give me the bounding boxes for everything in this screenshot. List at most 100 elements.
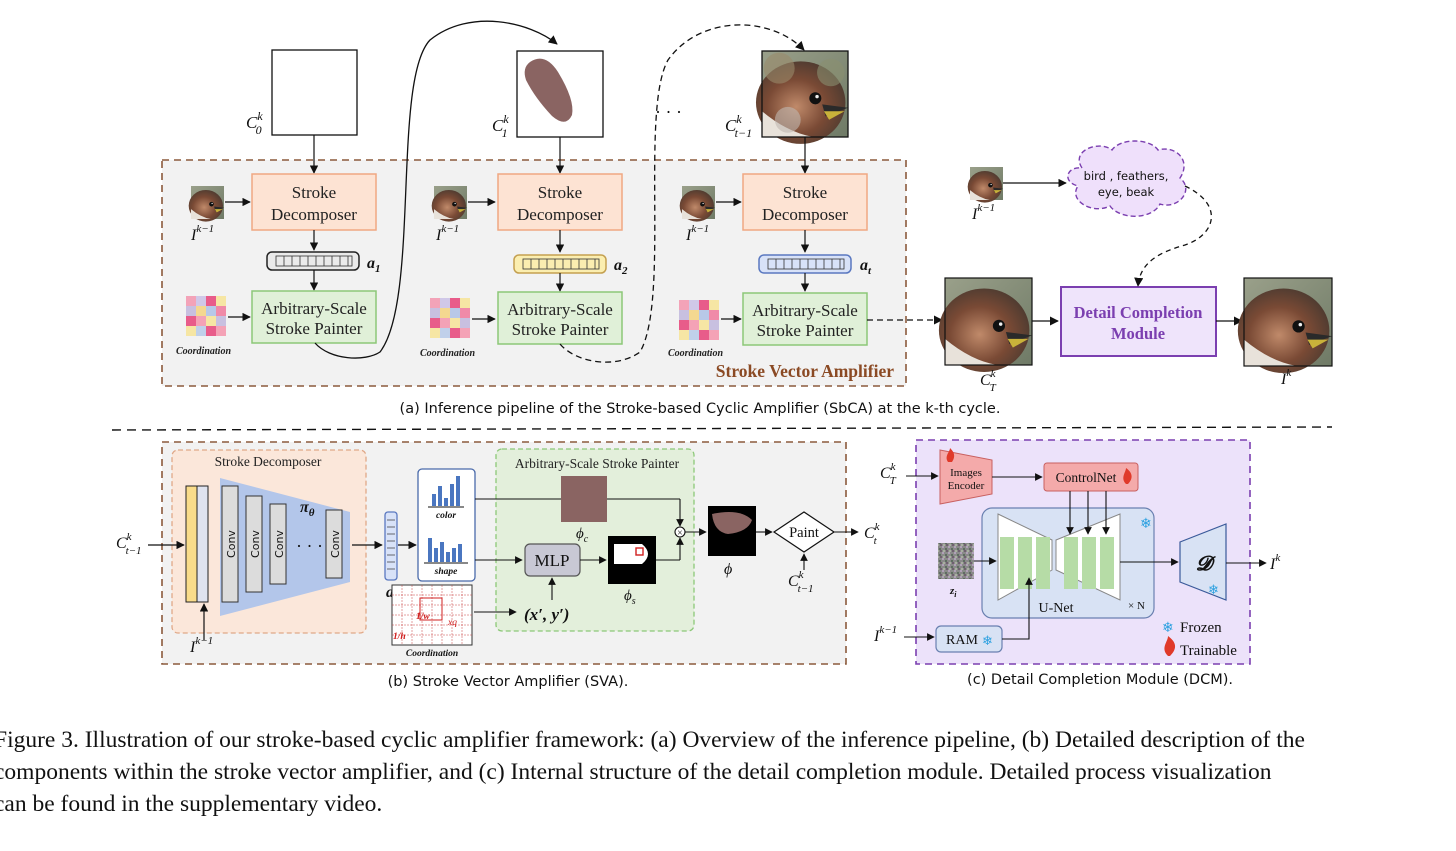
frozen-snowflake-icon: ❄ [1140, 516, 1152, 532]
coordination-label: Coordination [176, 346, 231, 357]
images-encoder [939, 449, 993, 505]
unet-layers [1000, 537, 1114, 589]
trainable-legend-label: Trainable [1180, 643, 1237, 659]
phi-c-color-block [561, 476, 607, 522]
label-ik-1-c: Ik−1 [873, 624, 897, 645]
mlp-label: MLP [535, 551, 570, 570]
label-ik-1: Ik−1 [971, 202, 995, 223]
input-image-thumb-prompt [967, 167, 1003, 203]
caption-b: (b) Stroke Vector Amplifier (SVA). [388, 674, 629, 690]
canvas-c0 [271, 49, 358, 136]
coordination-label-b: Coordination [406, 649, 458, 659]
coordination-grid [430, 298, 470, 338]
label-decoder: 𝓓 [1196, 553, 1216, 575]
stroke-painter-box [497, 291, 623, 345]
stroke-vector-at-b [384, 511, 398, 581]
caption-line-3: can be found in the supplementary video. [0, 791, 383, 817]
stage-2: Ik−1 Stroke Decomposer a2 Coordination A… [420, 173, 628, 359]
trainable-legend-icon [1164, 636, 1176, 656]
panel-separator [111, 426, 1333, 431]
paint-label: Paint [789, 525, 819, 541]
image-ik [1237, 278, 1332, 374]
coordination-grid [679, 300, 719, 340]
stroke-vector-a2 [513, 254, 607, 274]
cloud-text-2: eye, beak [1098, 185, 1155, 199]
frozen-legend-label: Frozen [1180, 620, 1222, 636]
stroke-decomposer-box [251, 173, 377, 231]
stroke-decomposer-box [742, 173, 868, 231]
color-histogram [432, 476, 460, 506]
controlnet-label: ControlNet [1056, 470, 1117, 485]
times-n-label: × N [1128, 600, 1145, 612]
label-zi: zi [949, 585, 957, 599]
svg-text:×: × [677, 528, 683, 539]
cloud-text-1: bird , feathers, [1084, 169, 1169, 183]
w-label: 1/w [416, 612, 430, 622]
feedback-arrow-dashed [559, 24, 805, 363]
stroke-painter-label-1: Arbitrary-Scale [752, 301, 858, 320]
dcm-label-1: Detail Completion [1074, 303, 1203, 322]
stroke-decomposer-title: Stroke Decomposer [215, 454, 322, 469]
caption-line-2: components within the stroke vector ampl… [0, 759, 1272, 785]
label-xy-prime: (x′, y′) [524, 605, 569, 624]
unet-label: U-Net [1039, 601, 1074, 616]
input-image-thumb [431, 186, 467, 222]
conv-label-3: Conv [273, 530, 286, 558]
conv-ellipsis: · · · [296, 536, 323, 556]
stroke-painter-label-1: Arbitrary-Scale [507, 300, 613, 319]
stroke-painter-label-2: Stroke Painter [757, 321, 854, 340]
color-shape-params-box [417, 468, 476, 582]
stroke-painter-title: Arbitrary-Scale Stroke Painter [515, 456, 680, 471]
stroke-decomposer-label-1: Stroke [783, 183, 827, 202]
decoder-d [1179, 523, 1227, 601]
shape-histogram [428, 538, 462, 562]
h-label: 1/h [393, 632, 406, 642]
stroke-painter-label-2: Stroke Painter [266, 319, 363, 338]
conv-label-4: Conv [329, 530, 342, 558]
feedback-arrow-solid [314, 20, 558, 359]
coordination-grid [186, 296, 226, 336]
figure-caption: Figure 3. Illustration of our stroke-bas… [0, 724, 1456, 820]
stroke-painter-label-2: Stroke Painter [512, 320, 609, 339]
ram-label: RAM [946, 633, 978, 648]
stroke-vector-amplifier-title: Stroke Vector Amplifier [716, 361, 894, 381]
stroke-painter-box [251, 290, 377, 344]
image-ct [938, 278, 1032, 372]
canvas-ct-1 [755, 51, 848, 144]
stroke-vector-a1 [266, 251, 360, 271]
images-encoder-label-1: Images [950, 467, 982, 479]
input-image-thumb [188, 186, 224, 222]
text-prompt-cloud [1067, 140, 1187, 217]
frozen-legend-icon: ❄ [1162, 620, 1174, 636]
shape-label: shape [434, 567, 458, 577]
stroke-decomposer-label-2: Decomposer [762, 205, 848, 224]
stroke-painter-frame [495, 448, 695, 632]
coordination-label: Coordination [420, 348, 475, 359]
trainable-fire-icon [946, 448, 955, 462]
label-phi: ϕ [724, 561, 732, 578]
stroke-decomposer-label-1: Stroke [292, 183, 336, 202]
caption-a: (a) Inference pipeline of the Stroke-bas… [400, 401, 1001, 417]
stroke-decomposer-label-1: Stroke [538, 183, 582, 202]
xq-label: xq [447, 618, 457, 628]
controlnet-box [1043, 462, 1139, 492]
noise-latent [938, 543, 974, 579]
stroke-decomposer-label-2: Decomposer [517, 205, 603, 224]
stroke-decomposer-label-2: Decomposer [271, 205, 357, 224]
stroke-painter-box [742, 292, 868, 346]
dcm-label-2: Module [1111, 324, 1165, 343]
stroke-painter-label-1: Arbitrary-Scale [261, 299, 367, 318]
label-ik: Ik [1280, 367, 1292, 388]
conv-label-2: Conv [249, 530, 262, 558]
